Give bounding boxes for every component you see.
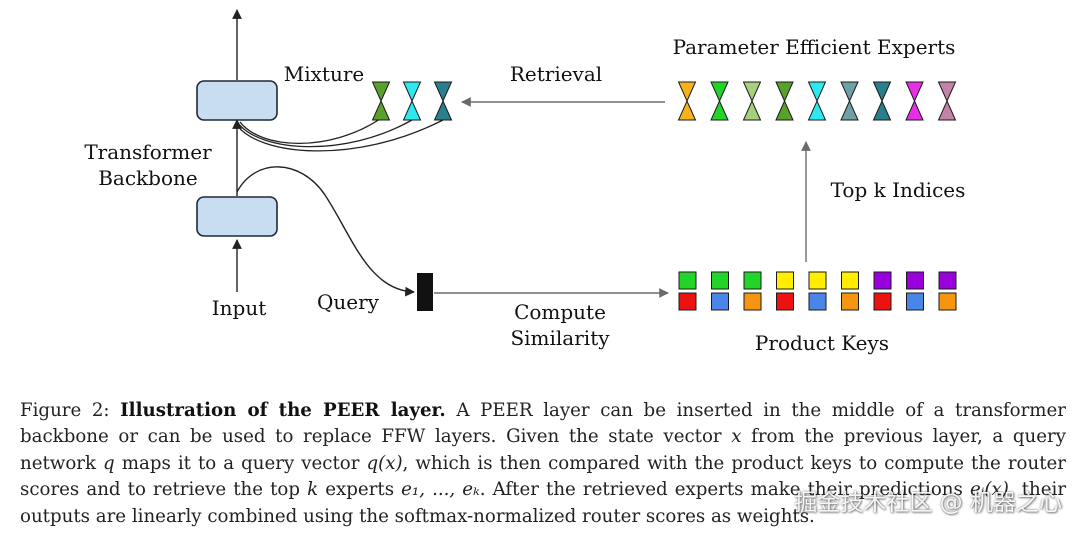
backbone-block-bottom xyxy=(196,196,278,237)
mixture-curves xyxy=(235,118,444,152)
expert xyxy=(872,81,892,121)
expert xyxy=(807,81,827,121)
caption-text-5: experts xyxy=(318,479,402,501)
selected-expert xyxy=(433,81,453,121)
label-top-k-indices: Top k Indices xyxy=(831,178,966,202)
caption-text-6: . After the retrieved experts make their… xyxy=(479,479,970,501)
product-key-square xyxy=(711,292,729,311)
expert xyxy=(742,81,762,121)
expert xyxy=(775,81,794,121)
figure-label: Figure 2: xyxy=(20,400,110,421)
product-key-square xyxy=(938,271,957,290)
expert-pool xyxy=(677,81,957,121)
product-key-square xyxy=(841,292,859,311)
var-x: x xyxy=(731,426,742,448)
product-key-square xyxy=(678,292,697,311)
var-experts-list: e₁, ..., eₖ xyxy=(401,479,480,501)
label-compute: Compute xyxy=(514,300,606,324)
product-key-square xyxy=(906,292,924,311)
label-retrieval: Retrieval xyxy=(510,62,602,86)
product-key-square xyxy=(743,271,762,290)
product-key-square xyxy=(906,271,924,290)
product-key-square xyxy=(808,292,827,311)
watermark: 掘金技术社区 @ 机器之心 xyxy=(794,490,1062,516)
label-similarity: Similarity xyxy=(510,326,610,350)
selected-expert xyxy=(371,81,391,121)
product-key-square xyxy=(873,271,892,290)
caption-title: Illustration of the PEER layer. xyxy=(120,400,446,421)
selected-expert xyxy=(402,81,422,121)
expert xyxy=(710,81,729,121)
query-path xyxy=(236,166,415,297)
figure-caption: Figure 2: Illustration of the PEER layer… xyxy=(20,398,1066,530)
caption-text-2: from the previous layer, a query network xyxy=(20,426,1066,474)
expert xyxy=(677,81,697,121)
label-product-keys: Product Keys xyxy=(755,331,889,355)
product-key-square xyxy=(678,271,697,290)
selected-experts xyxy=(371,81,453,121)
product-key-square xyxy=(776,292,794,311)
label-transformer: Transformer xyxy=(84,140,212,164)
expert xyxy=(840,81,859,121)
expert xyxy=(937,81,957,121)
var-eix: eᵢ(x) xyxy=(969,479,1009,501)
label-backbone: Backbone xyxy=(98,166,198,190)
query-block xyxy=(417,273,433,311)
product-key-square xyxy=(808,271,827,290)
caption-text-3: maps it to a query vector xyxy=(114,452,367,474)
var-qx: q(x) xyxy=(366,452,403,474)
label-parameter-efficient-experts: Parameter Efficient Experts xyxy=(673,35,956,59)
caption-text-7: , their outputs are linearly combined us… xyxy=(20,479,1067,527)
peer-layer-diagram: Transformer Backbone Input Mixture Query… xyxy=(84,9,966,355)
backbone-block-top xyxy=(196,80,278,121)
product-key-square xyxy=(776,271,794,290)
product-key-square xyxy=(711,271,729,290)
var-q: q xyxy=(103,452,115,474)
label-query: Query xyxy=(317,290,380,314)
product-key-square xyxy=(938,292,957,311)
var-k: k xyxy=(307,479,319,501)
product-key-square xyxy=(743,292,762,311)
expert xyxy=(905,81,924,121)
label-mixture: Mixture xyxy=(284,62,364,86)
label-input: Input xyxy=(212,296,267,320)
product-keys xyxy=(678,271,957,311)
product-key-square xyxy=(873,292,892,311)
caption-text-4: , which is then compared with the produc… xyxy=(20,452,1066,501)
caption-text-1: A PEER layer can be inserted in the midd… xyxy=(20,400,1066,448)
product-key-square xyxy=(841,271,859,290)
